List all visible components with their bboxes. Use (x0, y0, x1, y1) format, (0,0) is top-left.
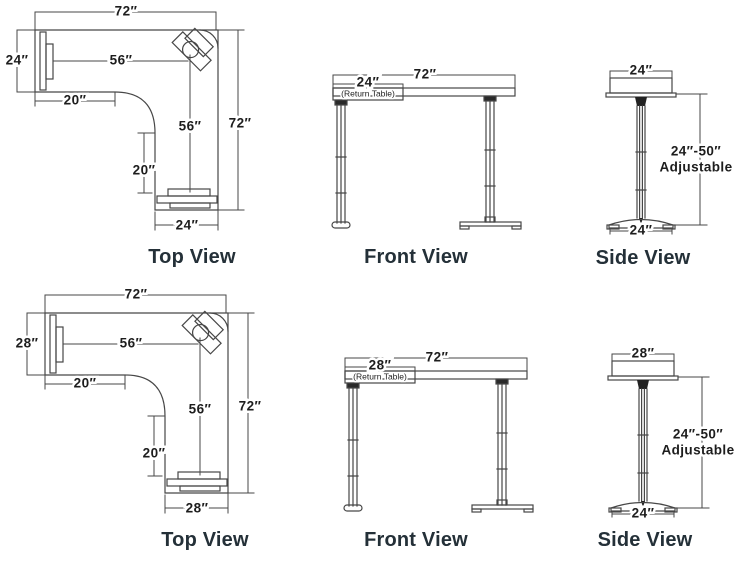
dim-upper-inset: 20″ (64, 93, 87, 108)
side-view-diagram-24: 24″ 24″-50″ Adjustable 24″ (605, 60, 735, 240)
dim-height-range: 24″-50″ (673, 427, 723, 442)
dim-return-width: 28″ (369, 358, 392, 373)
top-view-drawing (16, 11, 245, 231)
dim-base-depth: 24″ (632, 506, 655, 521)
dim-left-depth: 24″ (6, 53, 29, 68)
dim-height-range: 24″-50″ (671, 144, 721, 159)
front-view-diagram-28: 72″ 28″ (Return Table) (343, 347, 534, 513)
return-table-label: (Return Table) (353, 371, 407, 381)
dim-lower-inset: 20″ (143, 446, 166, 461)
dim-vertical-span: 56″ (189, 402, 212, 417)
dim-monitor-span: 56″ (120, 336, 143, 351)
dim-vertical-span: 56″ (179, 119, 202, 134)
dim-right-height: 72″ (229, 116, 252, 131)
dim-left-depth: 28″ (16, 336, 39, 351)
dim-top-width: 72″ (125, 287, 148, 302)
side-view-diagram-28: 28″ 24″-50″ Adjustable 24″ (607, 343, 737, 523)
dim-bottom-width: 24″ (176, 218, 199, 233)
top-view-diagram-24: 72″ 24″ 56″ 20″ 56″ 72″ 20″ 24″ (3, 1, 253, 235)
view-title-side: Side View (595, 247, 691, 269)
top-view-drawing (26, 294, 255, 514)
view-title-side: Side View (597, 529, 693, 551)
return-table-label: (Return Table) (341, 88, 395, 98)
dim-lower-inset: 20″ (133, 163, 156, 178)
view-title-top: Top View (161, 529, 249, 551)
dim-upper-inset: 20″ (74, 376, 97, 391)
dim-monitor-span: 56″ (110, 53, 133, 68)
view-title-front: Front View (364, 246, 468, 268)
dim-top-depth: 28″ (632, 346, 655, 361)
dim-height-label: Adjustable (659, 160, 732, 175)
dim-bottom-width: 28″ (186, 501, 209, 516)
dim-return-width: 24″ (357, 75, 380, 90)
view-title-top: Top View (148, 246, 236, 268)
dim-total-width: 72″ (414, 67, 437, 82)
front-view-diagram-24: 72″ 24″ (Return Table) (331, 64, 522, 230)
dim-base-depth: 24″ (630, 223, 653, 238)
dim-total-width: 72″ (426, 350, 449, 365)
dim-right-height: 72″ (239, 399, 262, 414)
top-view-diagram-28: 72″ 28″ 56″ 20″ 56″ 72″ 20″ 28″ (13, 284, 263, 518)
dim-top-width: 72″ (115, 4, 138, 19)
view-title-front: Front View (364, 529, 468, 551)
dim-height-label: Adjustable (661, 443, 734, 458)
dim-top-depth: 24″ (630, 63, 653, 78)
